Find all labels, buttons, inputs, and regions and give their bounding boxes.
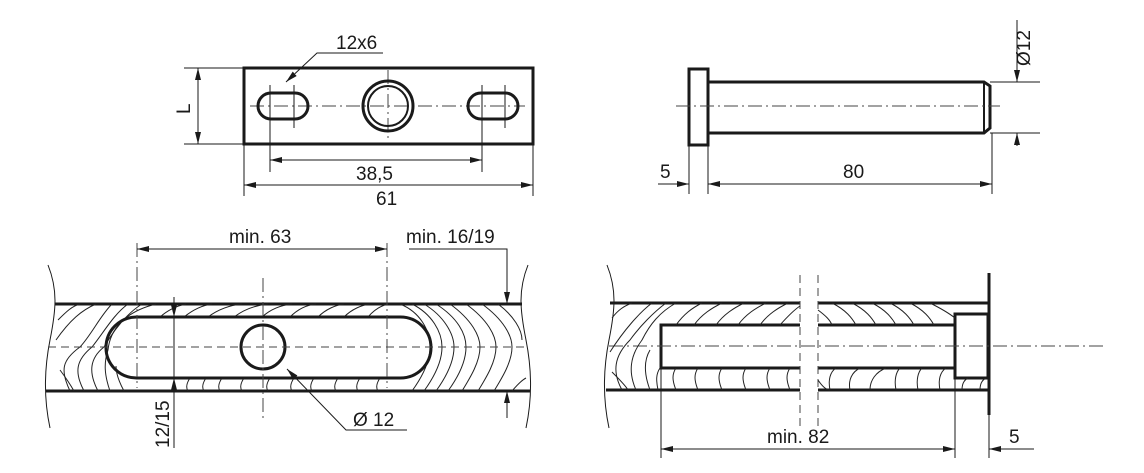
hole-diameter-label: Ø 12 bbox=[353, 410, 394, 431]
head-thickness-label: 5 bbox=[660, 162, 671, 183]
center-boss-inner bbox=[367, 85, 409, 127]
bore-depth-label: min. 82 bbox=[767, 427, 829, 448]
slot-size-label: 12x6 bbox=[336, 33, 377, 54]
left-slot bbox=[256, 91, 310, 121]
hole-spacing-label: 38,5 bbox=[356, 164, 393, 185]
plate-top-view: 12x6 L 38,5 61 bbox=[174, 33, 535, 210]
head-recess-label: 5 bbox=[1009, 427, 1020, 448]
edge-distance-label: min. 16/19 bbox=[406, 227, 495, 248]
plate-outline bbox=[242, 66, 535, 146]
left-break-line bbox=[45, 264, 56, 429]
board-slot-view: min. 63 min. 16/19 12/15 Ø 12 bbox=[45, 227, 531, 448]
slot-length-label: min. 63 bbox=[229, 227, 291, 248]
board-bore-view: min. 82 5 bbox=[604, 264, 1104, 458]
hole-diameter-leader bbox=[286, 368, 407, 431]
pin-head bbox=[687, 67, 710, 147]
overall-length-label: 61 bbox=[376, 189, 397, 210]
pin-diameter-label: Ø12 bbox=[1014, 30, 1035, 66]
height-label: L bbox=[174, 103, 195, 114]
slot-width-label: 12/15 bbox=[153, 400, 174, 448]
slot-leader bbox=[285, 52, 383, 83]
bore-left-break-line bbox=[604, 264, 615, 429]
wood-grain-bottom bbox=[186, 377, 381, 392]
center-boss-outer bbox=[361, 79, 415, 133]
shank-length-label: 80 bbox=[843, 162, 864, 183]
pin-shank bbox=[708, 80, 992, 135]
right-break-line bbox=[520, 264, 531, 429]
bore-wood-grain bbox=[609, 302, 987, 391]
pin-side-view: Ø12 5 80 bbox=[658, 20, 1040, 194]
wood-grain-top bbox=[159, 303, 389, 318]
right-slot bbox=[466, 91, 520, 121]
